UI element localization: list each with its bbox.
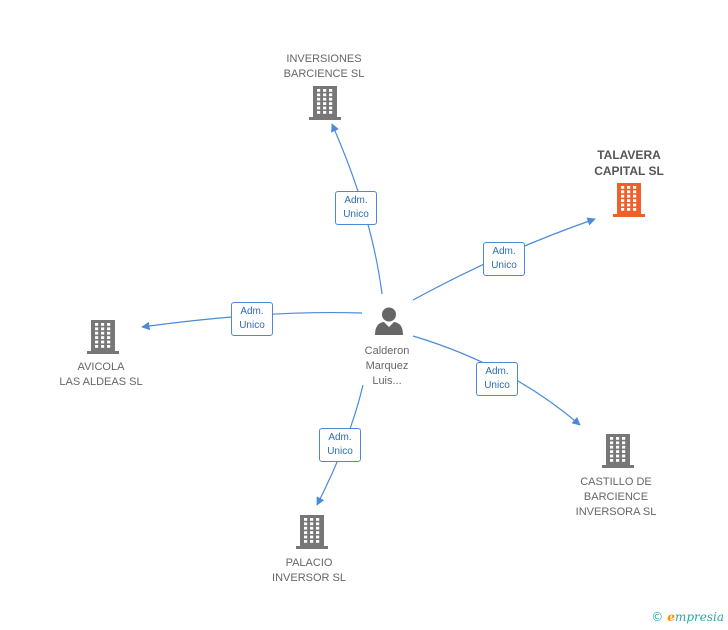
role-badge-text: Unico <box>343 209 369 220</box>
company-label-talavera-line: CAPITAL SL <box>594 164 664 178</box>
company-label-inversiones[interactable]: INVERSIONES BARCIENCE SL <box>284 52 365 82</box>
role-badge-text: Unico <box>491 260 517 271</box>
company-label-castillo-line: BARCIENCE <box>583 491 649 503</box>
role-badge-text: Adm. <box>328 432 352 443</box>
company-label-castillo-line: INVERSORA SL <box>575 506 657 518</box>
company-label-talavera-line: TALAVERA <box>597 148 661 162</box>
role-badge-castillo[interactable]: Adm. Unico <box>476 362 518 396</box>
building-icon <box>613 183 645 217</box>
role-badge-palacio[interactable]: Adm. Unico <box>319 428 361 462</box>
building-icon <box>602 434 634 468</box>
company-label-castillo[interactable]: CASTILLO DE BARCIENCE INVERSORA SL <box>576 475 657 520</box>
brand-name: mpresia <box>674 610 724 624</box>
person-name-label-line: Calderon <box>364 345 410 357</box>
copyright-symbol: © <box>651 610 664 624</box>
person-name-label-line: Luis... <box>372 375 402 387</box>
role-badge-talavera[interactable]: Adm. Unico <box>483 242 525 276</box>
company-label-inversiones-line: INVERSIONES <box>286 53 362 65</box>
role-badge-text: Adm. <box>492 246 516 257</box>
company-label-talavera[interactable]: TALAVERA CAPITAL SL <box>594 147 664 179</box>
company-label-inversiones-line: BARCIENCE SL <box>283 68 365 80</box>
person-name-label-line: Marquez <box>365 360 409 372</box>
company-label-avicola-line: AVICOLA <box>77 361 125 373</box>
role-badge-text: Adm. <box>344 195 368 206</box>
company-label-avicola[interactable]: AVICOLA LAS ALDEAS SL <box>59 360 142 390</box>
role-badge-text: Unico <box>327 446 353 457</box>
company-label-palacio[interactable]: PALACIO INVERSOR SL <box>272 556 346 586</box>
role-badge-inversiones[interactable]: Adm. Unico <box>335 191 377 225</box>
role-badge-text: Adm. <box>240 306 264 317</box>
company-label-castillo-line: CASTILLO DE <box>580 476 652 488</box>
person-icon <box>375 307 403 335</box>
role-badge-text: Unico <box>239 320 265 331</box>
building-icon <box>309 86 341 120</box>
brand-initial: e <box>667 610 675 624</box>
building-icon <box>296 515 328 549</box>
company-label-palacio-line: INVERSOR SL <box>272 572 346 584</box>
role-badge-text: Unico <box>484 380 510 391</box>
company-label-avicola-line: LAS ALDEAS SL <box>59 376 143 388</box>
role-badge-avicola[interactable]: Adm. Unico <box>231 302 273 336</box>
company-label-palacio-line: PALACIO <box>285 557 333 569</box>
building-icon <box>87 320 119 354</box>
role-badge-text: Adm. <box>485 366 509 377</box>
empresia-footer[interactable]: ©empresia <box>651 610 724 624</box>
